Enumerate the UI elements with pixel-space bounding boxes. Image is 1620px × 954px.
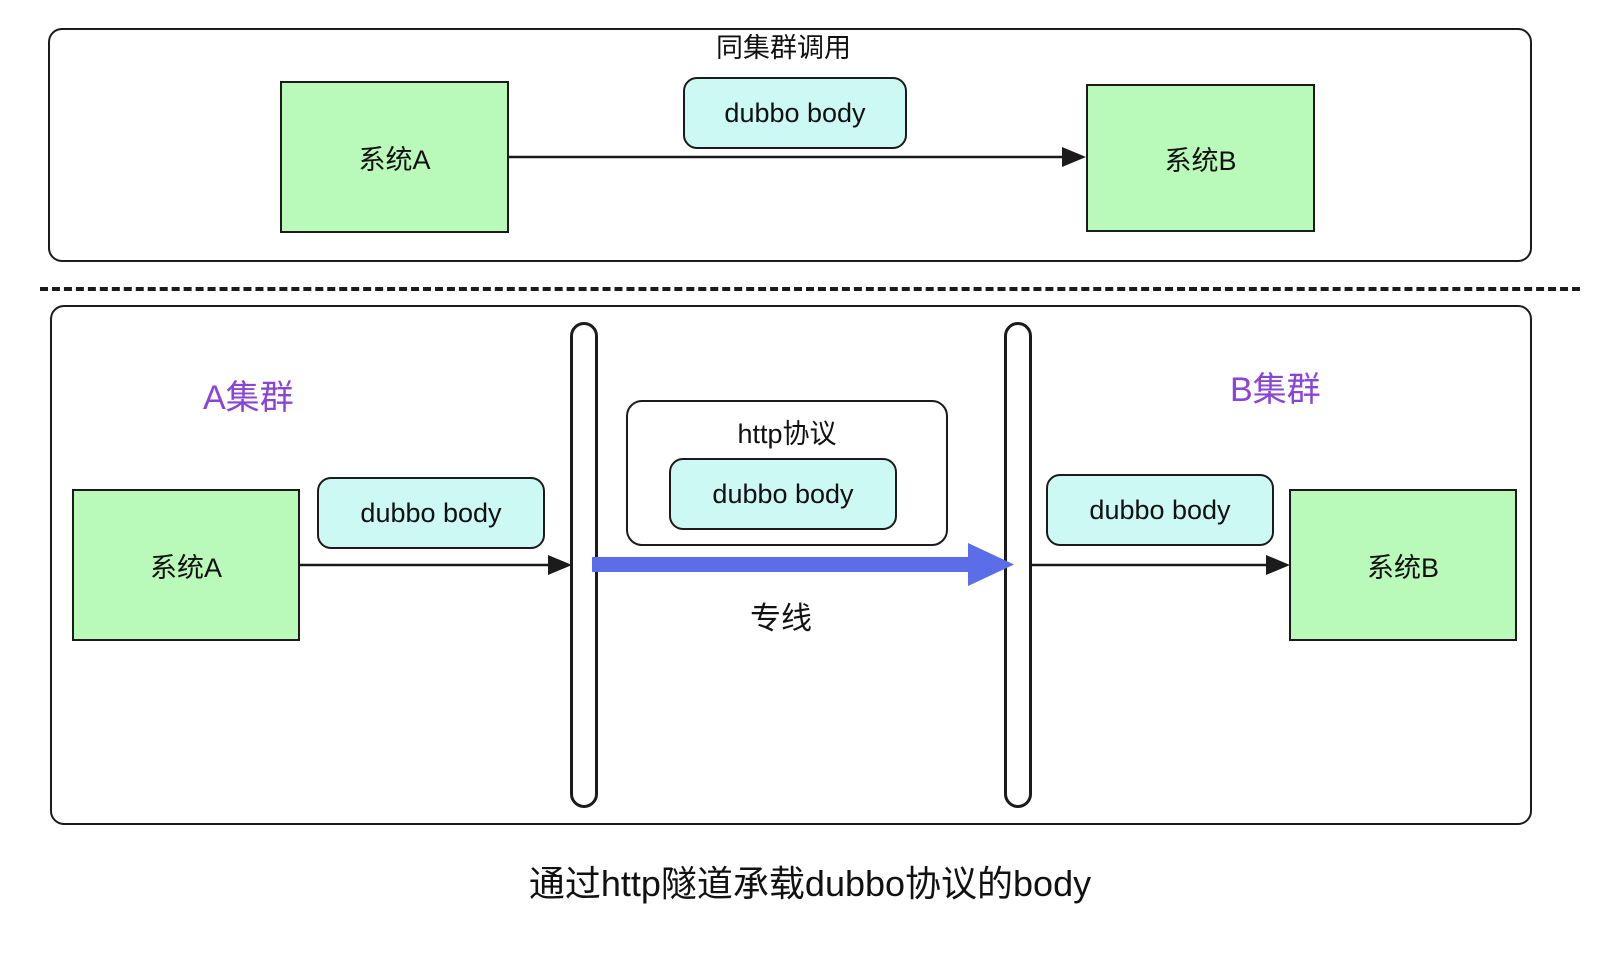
http-protocol-inner-dubbo-body-label: dubbo body [712, 478, 854, 509]
thick-arrow-right-icon [592, 543, 1014, 586]
top-system-b-box: 系统B [1086, 84, 1315, 232]
bottom-right-dubbo-body-box: dubbo body [1046, 474, 1274, 546]
bottom-right-dubbo-body-label: dubbo body [1089, 494, 1231, 525]
top-system-a-box: 系统A [280, 81, 509, 233]
figure-caption: 通过http隧道承载dubbo协议的body [528, 863, 1092, 904]
http-protocol-label: http协议 [737, 419, 837, 449]
dashed-separator-icon [40, 287, 1580, 291]
bottom-left-dubbo-body-label: dubbo body [360, 497, 502, 528]
cluster-b-label: B集群 [1230, 371, 1321, 409]
top-system-b-label: 系统B [1164, 145, 1237, 176]
cluster-a-label: A集群 [203, 379, 294, 417]
top-system-a-label: 系统A [358, 144, 431, 175]
top-panel-title: 同集群调用 [716, 33, 851, 63]
bottom-right-arrow-icon [1032, 555, 1290, 575]
http-protocol-inner-dubbo-body-box: dubbo body [669, 458, 897, 530]
bottom-system-a-box: 系统A [72, 489, 300, 641]
top-call-arrow-icon [509, 147, 1086, 167]
bottom-system-b-label: 系统B [1366, 552, 1439, 583]
bottom-system-b-box: 系统B [1289, 489, 1517, 641]
bottom-left-dubbo-body-box: dubbo body [317, 477, 545, 549]
top-dubbo-body-label: dubbo body [724, 97, 866, 128]
dedicated-line-label: 专线 [750, 601, 812, 636]
bottom-left-arrow-icon [300, 555, 572, 575]
top-dubbo-body-box: dubbo body [683, 77, 907, 149]
bottom-system-a-label: 系统A [149, 552, 222, 583]
